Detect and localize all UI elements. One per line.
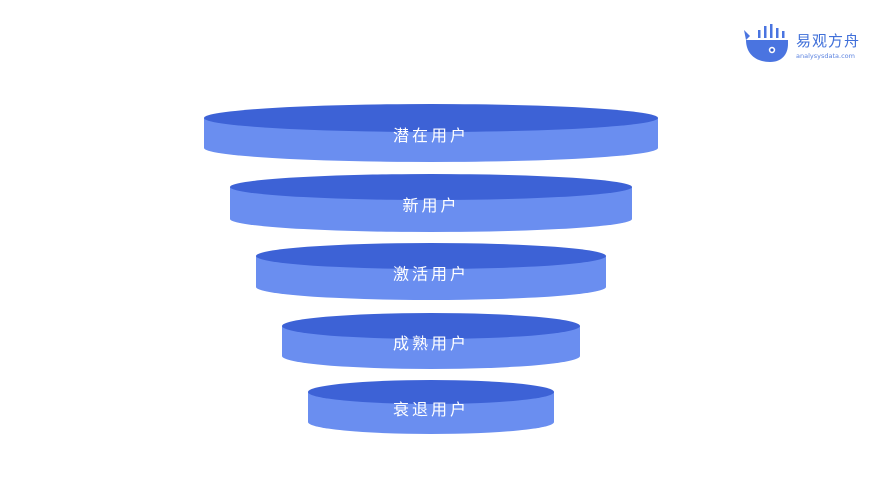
funnel-stage-5: 衰退用户 (308, 380, 554, 434)
whale-icon (744, 24, 788, 62)
brand-domain: analysysdata.com (796, 52, 855, 60)
funnel-stage-2: 新用户 (230, 174, 632, 232)
funnel-stage-top (308, 380, 554, 404)
funnel-stage-label: 激活用户 (393, 265, 469, 284)
funnel-stage-label: 潜在用户 (393, 126, 469, 145)
funnel-stage-top (282, 313, 580, 339)
funnel-stage-label: 成熟用户 (393, 334, 469, 353)
funnel-stage-3: 激活用户 (256, 243, 606, 300)
funnel-stage-4: 成熟用户 (282, 313, 580, 369)
funnel-stage-label: 衰退用户 (393, 400, 469, 419)
brand-logo: 易观方舟 analysysdata.com (742, 22, 872, 66)
funnel-stage-top (204, 104, 658, 132)
funnel-stage-top (230, 174, 632, 200)
funnel-stage-side (308, 392, 554, 434)
funnel-stage-top (256, 243, 606, 269)
funnel-stage-1: 潜在用户 (204, 104, 658, 162)
brand-name: 易观方舟 (796, 32, 861, 50)
funnel-stage-label: 新用户 (402, 196, 459, 215)
